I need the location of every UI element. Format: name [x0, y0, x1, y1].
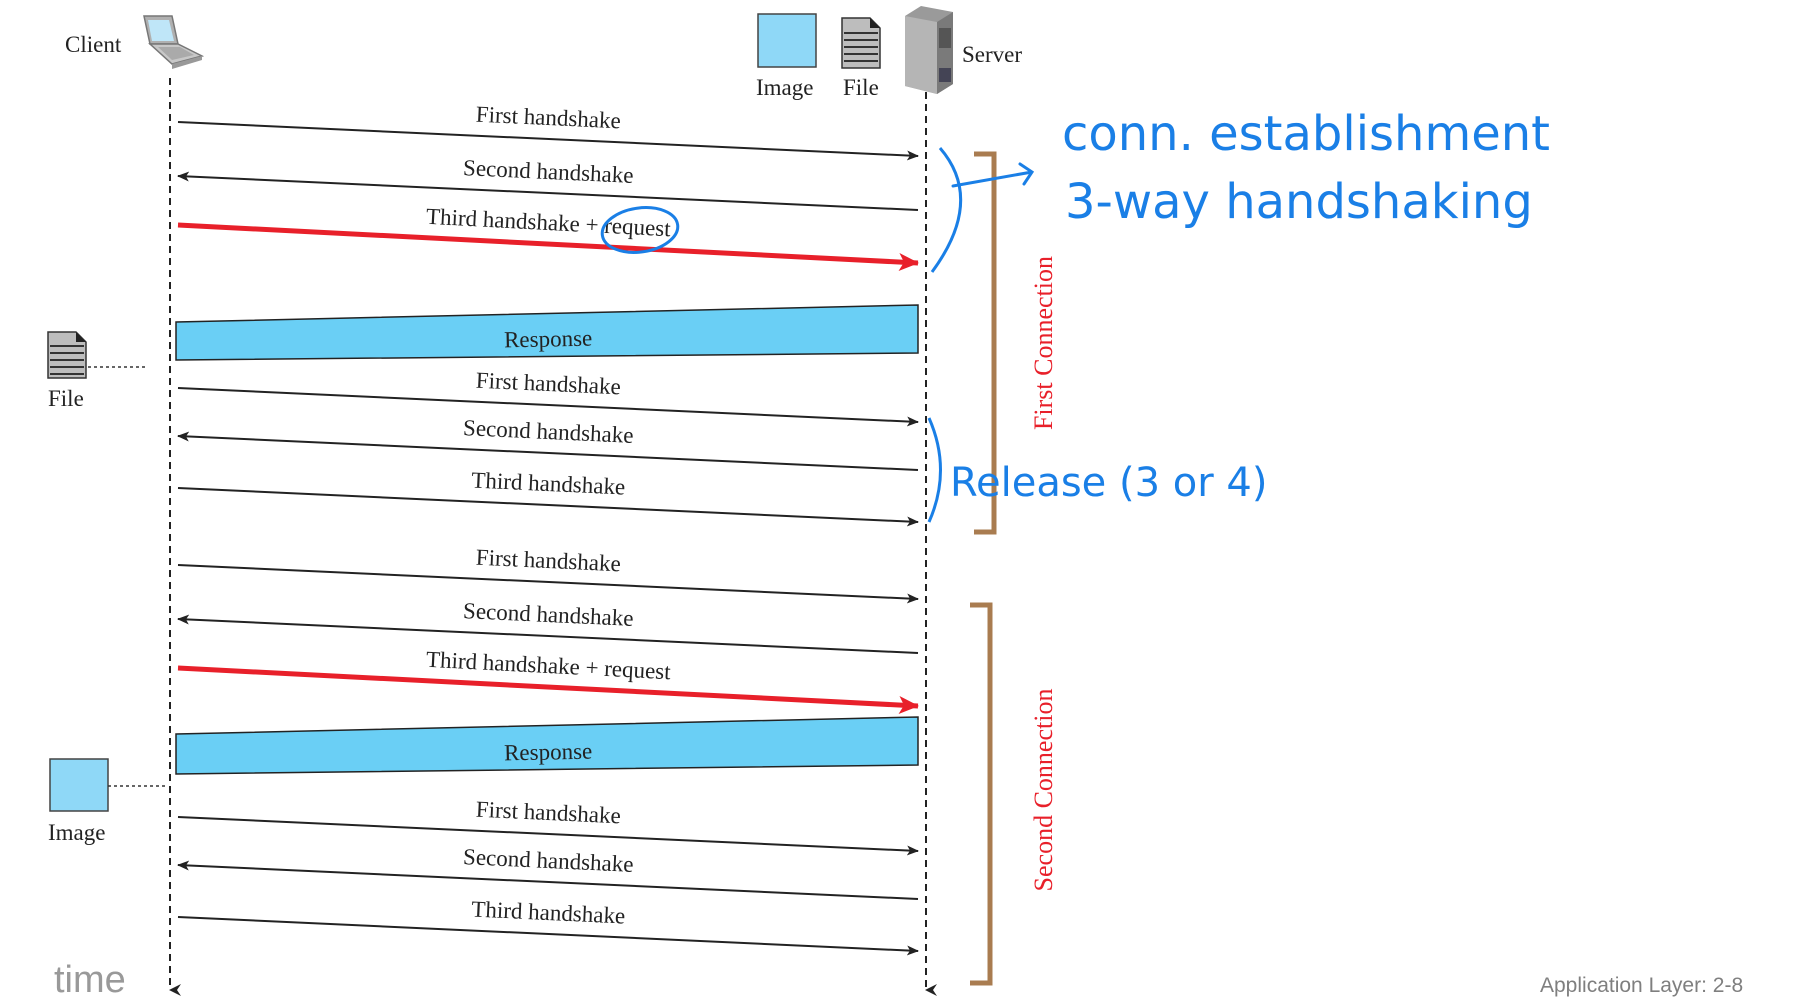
response-block [175, 716, 919, 775]
server-tower-icon [905, 6, 953, 94]
message-label: Second handshake [463, 598, 635, 631]
handshake-arrow [177, 816, 919, 856]
annotation-release: Release (3 or 4) [950, 460, 1267, 506]
laptop-icon [143, 15, 205, 69]
response-label: Response [504, 739, 593, 766]
server-image-icon [757, 13, 817, 68]
server-file-label: File [843, 75, 879, 100]
handshake-arrow [177, 564, 919, 604]
message-label: Second handshake [463, 155, 635, 188]
message-label: First handshake [475, 102, 621, 134]
release-brace-annotation [927, 417, 942, 523]
handshake-arrow [177, 171, 919, 211]
first-connection-bracket [974, 151, 997, 535]
message-label: Third handshake + request [425, 647, 671, 685]
server-file-icon [841, 17, 881, 69]
handshake-arrow [177, 487, 919, 527]
second-connection-bracket [970, 602, 993, 986]
request-arrow [177, 665, 919, 715]
server-image-label: Image [756, 75, 813, 100]
received-file-icon [47, 331, 87, 379]
response-block [175, 304, 919, 361]
handshake-arrow [177, 860, 919, 900]
received-image-label: Image [48, 820, 105, 845]
message-label: Third handshake [471, 467, 626, 499]
establishment-brace-annotation [930, 147, 963, 273]
annotation-3-way-handshaking: 3-way handshaking [1065, 174, 1533, 230]
footer-page-label: Application Layer: 2-8 [1540, 974, 1743, 997]
message-label: First handshake [475, 368, 621, 400]
server-label: Server [962, 42, 1022, 67]
handshake-arrow [177, 387, 919, 427]
pointer-arrow-annotation [951, 162, 1035, 188]
time-label: time [54, 959, 126, 1000]
handshake-arrow [177, 614, 919, 654]
first-connection-label: First Connection [1029, 256, 1058, 430]
handshake-arrow [177, 431, 919, 471]
message-label: First handshake [475, 545, 621, 577]
message-label: Second handshake [463, 415, 635, 448]
received-file-label: File [48, 386, 84, 411]
handshake-arrow [177, 121, 919, 161]
second-connection-label: Second Connection [1029, 689, 1058, 892]
request-circle-annotation [600, 206, 680, 254]
received-image-icon [49, 758, 109, 812]
request-arrow [177, 222, 919, 272]
response-label: Response [504, 326, 593, 353]
annotation-conn-establishment: conn. establishment [1062, 106, 1550, 162]
message-label: First handshake [475, 797, 621, 829]
handshake-arrow [177, 916, 919, 956]
message-label: Second handshake [463, 844, 635, 877]
client-label: Client [65, 32, 122, 57]
message-label: Third handshake [471, 896, 626, 928]
